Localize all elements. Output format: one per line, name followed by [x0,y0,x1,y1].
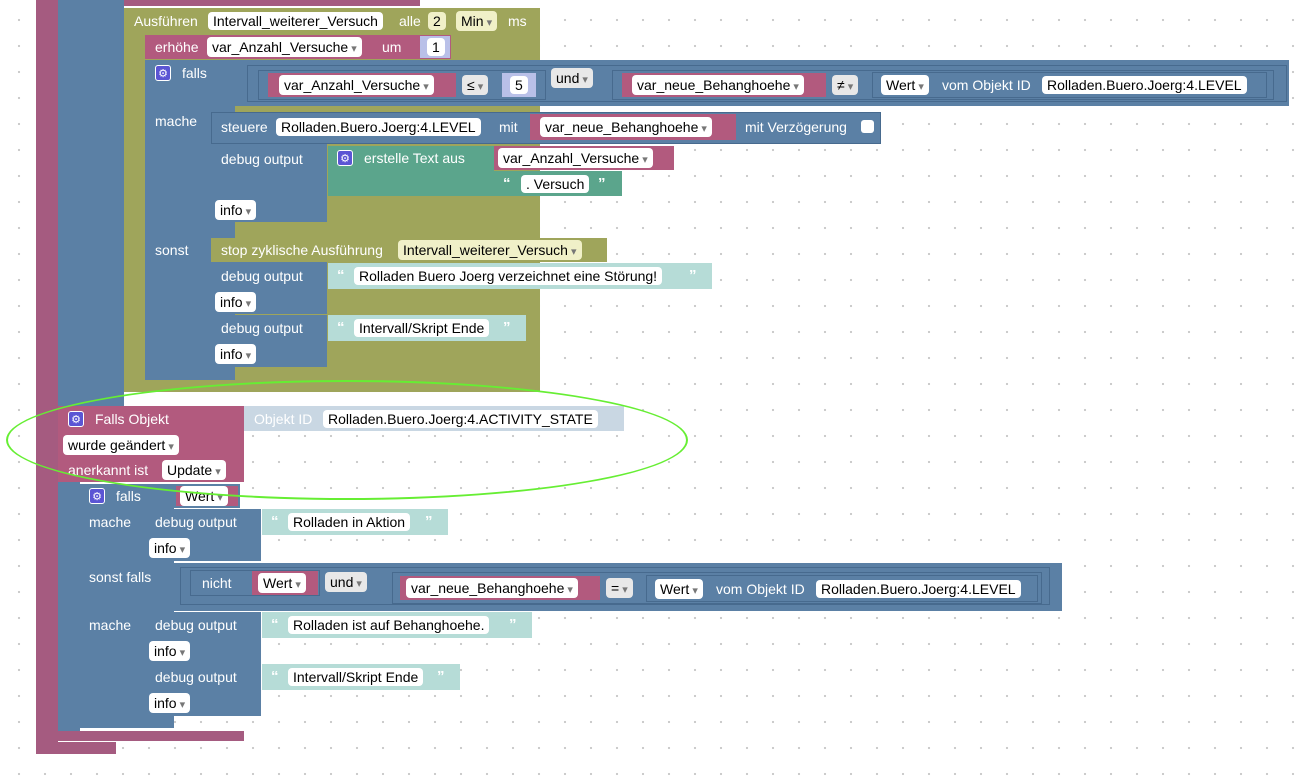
control-var-dropdown[interactable]: var_neue_Behanghoehe [540,117,712,137]
trigger-label: Falls Objekt [95,411,169,427]
increment-label: erhöhe [155,39,199,55]
ende-text-field-1[interactable]: Intervall/Skript Ende [354,319,490,337]
if2-mache-label: mache [89,514,132,530]
if2-nicht-label: nicht [202,575,232,591]
inner-block-spine-lower [58,480,80,735]
if1-var2-dropdown[interactable]: var_neue_Behanghoehe [632,75,804,95]
aktion-text-field[interactable]: Rolladen in Aktion [288,513,411,531]
if2-wert-dropdown-2[interactable]: Wert [655,579,703,599]
control-delay-label: mit Verzögerung [745,119,847,135]
trigger-objid-label: Objekt ID [254,411,313,427]
if2-objid-field[interactable]: Rolladen.Buero.Joerg:4.LEVEL [816,580,1021,598]
gear-icon[interactable]: ⚙ [155,65,171,81]
trigger-objid-field[interactable]: Rolladen.Buero.Joerg:4.ACTIVITY_STATE [323,410,598,428]
control-mit-label: mit [499,119,518,135]
inner-block-spine [58,0,124,406]
if2-mache-label-2: mache [89,617,132,633]
if2-nicht-wert-dropdown[interactable]: Wert [258,573,306,593]
if2-sonst-falls-label: sonst falls [89,569,152,585]
top-remnant-block [124,0,420,6]
quote-close-icon: ” [425,513,433,530]
if1-objid-field[interactable]: Rolladen.Buero.Joerg:4.LEVEL [1042,76,1247,94]
if2-var-dropdown[interactable]: var_neue_Behanghoehe [406,578,578,598]
if1-op1-dropdown[interactable]: ≤ [462,75,489,95]
interval-ms-label: ms [508,13,527,29]
stop-label: stop zyklische Ausführung [221,242,383,258]
if2-and-dropdown[interactable]: und [325,572,367,592]
quote-open-icon: “ [337,319,345,336]
debug-level-dropdown-1[interactable]: info [215,200,257,220]
debug-level-dropdown-4[interactable]: info [149,538,191,558]
trigger-ack-label: anerkannt ist [68,462,149,478]
if1-left-var-dropdown[interactable]: var_Anzahl_Versuche [279,75,434,95]
interval-unit-dropdown[interactable]: Min [456,11,498,31]
versuch-text-field[interactable]: . Versuch [521,175,590,193]
quote-open-icon: “ [271,513,279,530]
if2-falls-label: falls [116,488,141,504]
if1-falls-label: falls [182,65,207,81]
if1-wert-dropdown[interactable]: Wert [881,75,929,95]
quote-close-icon: ” [503,319,511,336]
stop-var-dropdown[interactable]: Intervall_weiterer_Versuch [398,240,582,260]
if2-vom-label: vom Objekt ID [716,581,805,597]
gear-icon[interactable]: ⚙ [68,411,84,427]
trigger-block-bottom [58,731,244,741]
interval-every-label: alle [399,13,421,29]
if2-op-dropdown[interactable]: = [606,578,633,598]
if1-vom-label: vom Objekt ID [942,77,1031,93]
interval-var-field[interactable]: Intervall_weiterer_Versuch [208,12,383,30]
if2-wert-dropdown[interactable]: Wert [180,486,228,506]
outer-block-spine [36,0,58,752]
gear-icon[interactable]: ⚙ [337,150,353,166]
quote-open-icon: “ [271,616,279,633]
debug-label-2: debug output [221,268,303,284]
outer-block-bottom [36,742,116,754]
control-label: steuere [221,119,268,135]
quote-close-icon: ” [689,267,697,284]
quote-close-icon: ” [437,668,445,685]
gear-icon[interactable]: ⚙ [89,488,105,504]
create-text-block[interactable] [328,146,494,196]
debug-label-4: debug output [155,514,237,530]
debug-level-dropdown-3[interactable]: info [215,344,257,364]
create-text-label: erstelle Text aus [364,150,465,166]
create-text-var-dropdown[interactable]: var_Anzahl_Versuche [498,148,653,168]
quote-open-icon: “ [337,267,345,284]
quote-open-icon: “ [271,668,279,685]
stoerung-text-field[interactable]: Rolladen Buero Joerg verzeichnet eine St… [354,267,663,285]
increment-var-dropdown[interactable]: var_Anzahl_Versuche [207,37,362,57]
if1-and-dropdown[interactable]: und [551,68,593,88]
delay-checkbox[interactable] [861,120,874,133]
increment-value-field[interactable]: 1 [427,38,445,56]
debug-level-dropdown-2[interactable]: info [215,292,257,312]
behang-text-field[interactable]: Rolladen ist auf Behanghoehe. [288,616,490,634]
if1-sonst-label: sonst [155,242,189,258]
debug-label-3: debug output [221,320,303,336]
interval-label: Ausführen [134,13,198,29]
debug-level-dropdown-6[interactable]: info [149,693,191,713]
trigger-changed-dropdown[interactable]: wurde geändert [63,435,179,455]
debug-label-5: debug output [155,617,237,633]
trigger-ack-dropdown[interactable]: Update [162,460,226,480]
debug-level-dropdown-5[interactable]: info [149,641,191,661]
debug-label-1: debug output [221,151,303,167]
if1-number-field[interactable]: 5 [510,76,528,94]
increment-by-label: um [382,39,402,55]
interval-value-field[interactable]: 2 [428,12,446,30]
ende-text-field-2[interactable]: Intervall/Skript Ende [288,668,424,686]
debug-label-6: debug output [155,669,237,685]
quote-close-icon: ” [598,175,606,192]
quote-open-icon: “ [503,175,511,192]
if1-mache-label: mache [155,113,198,129]
quote-close-icon: ” [509,616,517,633]
control-objid-field[interactable]: Rolladen.Buero.Joerg:4.LEVEL [276,118,481,136]
if1-op2-dropdown[interactable]: ≠ [832,75,859,95]
